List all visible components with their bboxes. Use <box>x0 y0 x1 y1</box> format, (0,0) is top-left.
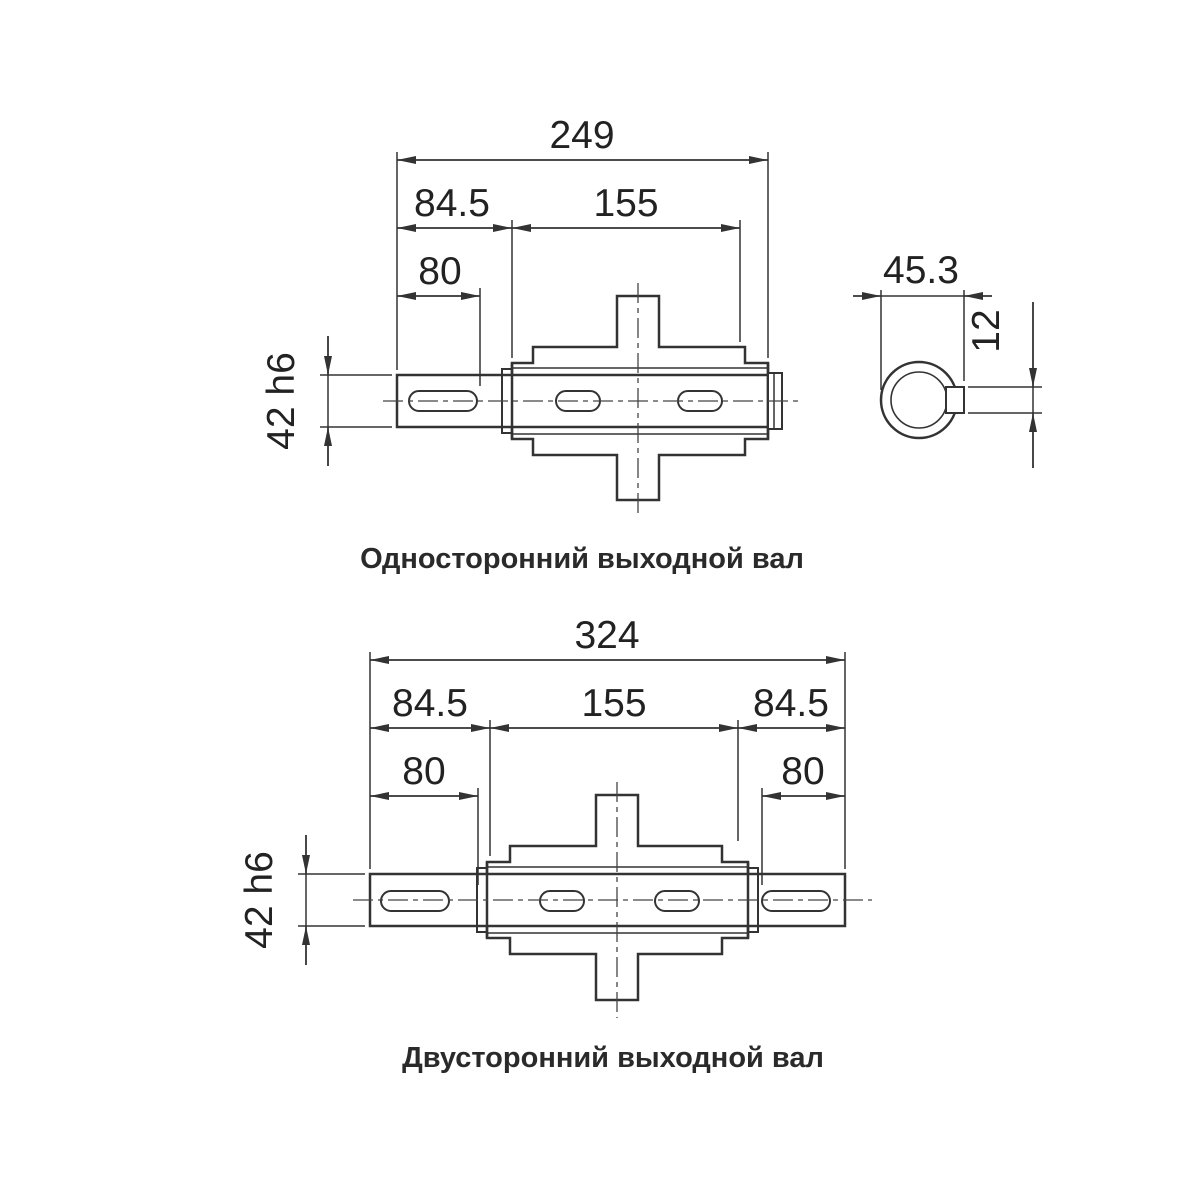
dim-overall-249: 249 <box>396 114 769 370</box>
bottom-view-caption: Двусторонний выходной вал <box>402 1042 824 1074</box>
keyway-slot-shaft-left <box>380 890 450 912</box>
dim-overall-324: 324 <box>369 614 846 869</box>
top-view-drawing: 249 84.5 155 80 42 h6 <box>260 114 1042 575</box>
dim-text-left-offset-bottom: 84.5 <box>392 682 468 725</box>
dim-text-key-length-right: 80 <box>781 750 824 793</box>
dim-shaft-dia-42h6: 42 h6 <box>260 336 392 466</box>
dim-text-key-width: 12 <box>965 309 1008 352</box>
dim-text-shaft-dia: 42 h6 <box>260 352 303 450</box>
dim-text-overall-bottom: 324 <box>574 614 639 657</box>
keyway-slot-shaft-right <box>761 890 831 912</box>
key-section <box>945 386 965 414</box>
dim-text-overall: 249 <box>549 114 614 157</box>
top-view-caption: Односторонний выходной вал <box>360 543 804 575</box>
keyway-slot-inner-right-bottom <box>654 890 700 912</box>
dim-key-lengths-bottom: 80 80 <box>370 750 845 885</box>
keyway-slot-inner-left-bottom <box>539 890 585 912</box>
dim-text-shaft-dia-bottom: 42 h6 <box>238 851 281 949</box>
dim-offsets-and-housing-bottom: 84.5 155 84.5 <box>370 682 845 856</box>
dim-key-height-45-3: 45.3 <box>853 249 992 390</box>
dim-offset-and-housing: 84.5 155 <box>397 182 741 358</box>
dim-shaft-dia-42h6-bottom: 42 h6 <box>238 835 365 965</box>
dim-text-housing: 155 <box>593 182 658 225</box>
dim-key-width-12: 12 <box>965 302 1042 468</box>
dim-text-key-length-left: 80 <box>402 750 445 793</box>
dim-text-key-height: 45.3 <box>883 249 959 292</box>
dim-text-housing-bottom: 155 <box>581 682 646 725</box>
bottom-view-drawing: 324 84.5 155 84.5 80 80 <box>238 614 872 1074</box>
dim-text-right-offset-bottom: 84.5 <box>753 682 829 725</box>
dim-text-left-offset: 84.5 <box>414 182 490 225</box>
dim-key-length-80: 80 <box>397 250 481 386</box>
shaft-end-view: 45.3 12 <box>853 249 1042 468</box>
dim-text-key-length: 80 <box>418 250 461 293</box>
